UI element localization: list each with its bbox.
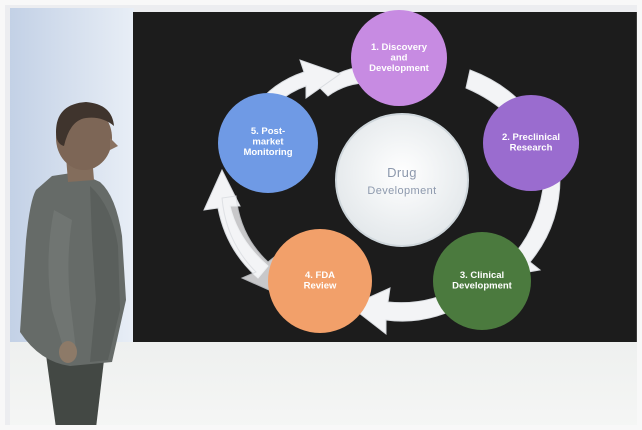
- screen-edge-shadow: [636, 12, 638, 342]
- stage-label-line: 3. Clinical: [460, 270, 504, 281]
- stage-label-line: 5. Post-: [251, 126, 285, 137]
- center-circle: [335, 113, 469, 247]
- stage-label-line: Development: [369, 63, 429, 74]
- stage-label-line: market: [252, 137, 284, 148]
- stage-circle-fda: [268, 229, 372, 333]
- stage-label-line: 1. Discovery: [371, 42, 428, 53]
- stage-circle-discovery: [351, 10, 447, 106]
- stage-label-line: 2. Preclinical: [502, 132, 560, 143]
- center-title-line1: Drug: [387, 165, 417, 180]
- stage-label-line: Review: [304, 281, 337, 292]
- stage-label-line: Monitoring: [243, 147, 292, 158]
- stage-label-line: 4. FDA: [305, 270, 335, 281]
- stage-circle-postmarket: [218, 93, 318, 193]
- center-title-line2: Development: [367, 185, 436, 197]
- stage-circle-preclinical: [483, 95, 579, 191]
- stage-label-line: and: [391, 53, 408, 64]
- stage-label-line: Research: [510, 143, 553, 154]
- floor-area: [10, 342, 642, 430]
- presenter-figure: [20, 102, 126, 428]
- stage-circle-clinical: [433, 232, 531, 330]
- stage-label-line: Development: [452, 281, 512, 292]
